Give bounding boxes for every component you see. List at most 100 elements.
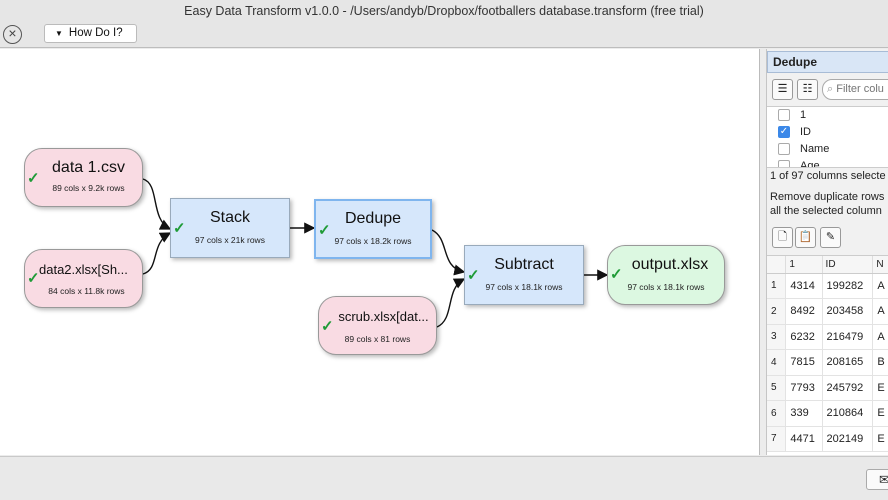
table-cell[interactable]: B	[872, 349, 888, 376]
node-title: data2.xlsx[Sh...	[39, 262, 128, 277]
table-cell[interactable]: E	[872, 375, 888, 401]
check-icon: ✓	[27, 170, 40, 187]
table-cell[interactable]: A	[872, 324, 888, 350]
checkbox-checked[interactable]: ✓	[778, 126, 790, 138]
table-cell[interactable]: 208165	[822, 349, 874, 376]
table-cell[interactable]: 7815	[785, 349, 823, 376]
selection-info: 1 of 97 columns selecte	[770, 170, 886, 182]
detail-view-icon[interactable]: ☷	[797, 79, 818, 100]
filter-columns-input[interactable]	[836, 83, 888, 95]
search-icon: ⌕	[827, 83, 834, 95]
table-cell[interactable]: E	[872, 426, 888, 452]
table-cell[interactable]: 245792	[822, 375, 874, 401]
node-title: scrub.xlsx[dat...	[338, 309, 429, 324]
how-do-i-label: How Do I?	[68, 27, 123, 39]
grid-header-cell[interactable]: N	[872, 256, 888, 274]
node-scrub[interactable]: ✓ scrub.xlsx[dat... 89 cols x 81 rows	[318, 296, 437, 355]
table-cell[interactable]: 210864	[822, 400, 874, 427]
filter-columns-field[interactable]: ⌕	[822, 79, 888, 100]
node-output[interactable]: ✓ output.xlsx 97 cols x 18.1k rows	[607, 245, 725, 305]
column-label: 1	[800, 109, 807, 121]
clipboard-icon[interactable]: 📋	[795, 227, 816, 248]
close-circle-icon[interactable]: ×	[3, 25, 22, 44]
grid-header-cell[interactable]: 1	[785, 256, 823, 274]
toolbar: × ▼ How Do I?	[0, 22, 888, 48]
checkbox-unchecked[interactable]	[778, 143, 790, 155]
edge-data1-stack	[142, 178, 172, 230]
panel-title: Dedupe	[767, 51, 888, 73]
table-cell[interactable]: A	[872, 273, 888, 299]
table-cell[interactable]: 199282	[822, 273, 874, 299]
column-checkbox-item[interactable]: 1	[767, 107, 888, 124]
table-cell[interactable]: 4314	[785, 273, 823, 299]
column-checkbox-item[interactable]: ✓ ID	[767, 124, 888, 141]
node-subtract[interactable]: ✓ Subtract 97 cols x 18.1k rows	[464, 245, 584, 305]
column-label: Age	[800, 160, 820, 168]
how-do-i-button[interactable]: ▼ How Do I?	[44, 24, 137, 43]
table-cell[interactable]: 4471	[785, 426, 823, 452]
column-label: Name	[800, 143, 830, 155]
node-data1[interactable]: ✓ data 1.csv 89 cols x 9.2k rows	[24, 148, 143, 207]
column-checkbox-item[interactable]: Name	[767, 141, 888, 158]
table-cell[interactable]: 203458	[822, 298, 874, 325]
list-view-icon[interactable]: ☰	[772, 79, 793, 100]
mail-icon[interactable]: ✉	[866, 469, 888, 490]
table-cell[interactable]: 7793	[785, 375, 823, 401]
check-icon: ✓	[610, 266, 623, 283]
table-cell[interactable]: 216479	[822, 324, 874, 350]
edit-pencil-icon[interactable]: ✎	[820, 227, 841, 248]
check-icon: ✓	[467, 267, 480, 284]
node-title: Dedupe	[344, 210, 402, 227]
node-title: Subtract	[494, 256, 554, 273]
dropdown-triangle-icon: ▼	[55, 29, 63, 38]
node-title: output.xlsx	[631, 256, 709, 273]
row-number: 1	[767, 273, 787, 299]
check-icon: ✓	[27, 270, 40, 287]
table-cell[interactable]: 339	[785, 400, 823, 427]
table-cell[interactable]: A	[872, 298, 888, 325]
description-line: all the selected column	[770, 205, 882, 217]
row-number: 2	[767, 298, 787, 325]
transform-canvas[interactable]: ✓ data 1.csv 89 cols x 9.2k rows ✓ data2…	[0, 49, 760, 455]
column-checkbox-item[interactable]: Age	[767, 158, 888, 168]
right-options-panel: Dedupe ☰ ☷ ⌕ 1 ✓ ID Name Age 1 of 97 col…	[766, 49, 888, 455]
node-title: Stack	[209, 209, 250, 226]
node-title: data 1.csv	[52, 159, 125, 176]
transform-description: Remove duplicate rows all the selected c…	[770, 190, 884, 218]
status-bar: ✉	[0, 456, 888, 500]
connection-lines	[142, 178, 609, 328]
node-dedupe[interactable]: ✓ Dedupe 97 cols x 18.2k rows	[314, 199, 432, 259]
node-data2[interactable]: ✓ data2.xlsx[Sh... 84 cols x 11.8k rows	[24, 249, 143, 308]
check-icon: ✓	[318, 222, 331, 239]
checkbox-unchecked[interactable]	[778, 109, 790, 121]
edge-scrub-subtract	[436, 278, 466, 328]
table-cell[interactable]: 6232	[785, 324, 823, 350]
window-titlebar: Easy Data Transform v1.0.0 - /Users/andy…	[0, 0, 888, 22]
new-document-icon[interactable]: 🗋	[772, 227, 793, 248]
node-subtitle: 97 cols x 18.1k rows	[627, 282, 705, 292]
row-number: 5	[767, 375, 787, 401]
grid-header-row: 1 ID N	[767, 256, 888, 274]
check-icon: ✓	[173, 220, 186, 237]
grid-header-cell[interactable]: ID	[822, 256, 874, 274]
table-cell[interactable]: 8492	[785, 298, 823, 325]
node-subtitle: 97 cols x 18.2k rows	[334, 236, 412, 246]
node-subtitle: 84 cols x 11.8k rows	[48, 286, 125, 296]
row-number: 6	[767, 400, 787, 427]
table-cell[interactable]: 202149	[822, 426, 874, 452]
table-cell[interactable]: E	[872, 400, 888, 427]
grid-header-cell[interactable]	[767, 256, 787, 274]
node-stack[interactable]: ✓ Stack 97 cols x 21k rows	[170, 198, 290, 258]
window-title: Easy Data Transform v1.0.0 - /Users/andy…	[184, 4, 704, 18]
checkbox-unchecked[interactable]	[778, 160, 790, 167]
row-number: 7	[767, 426, 787, 452]
description-line: Remove duplicate rows	[770, 191, 885, 203]
